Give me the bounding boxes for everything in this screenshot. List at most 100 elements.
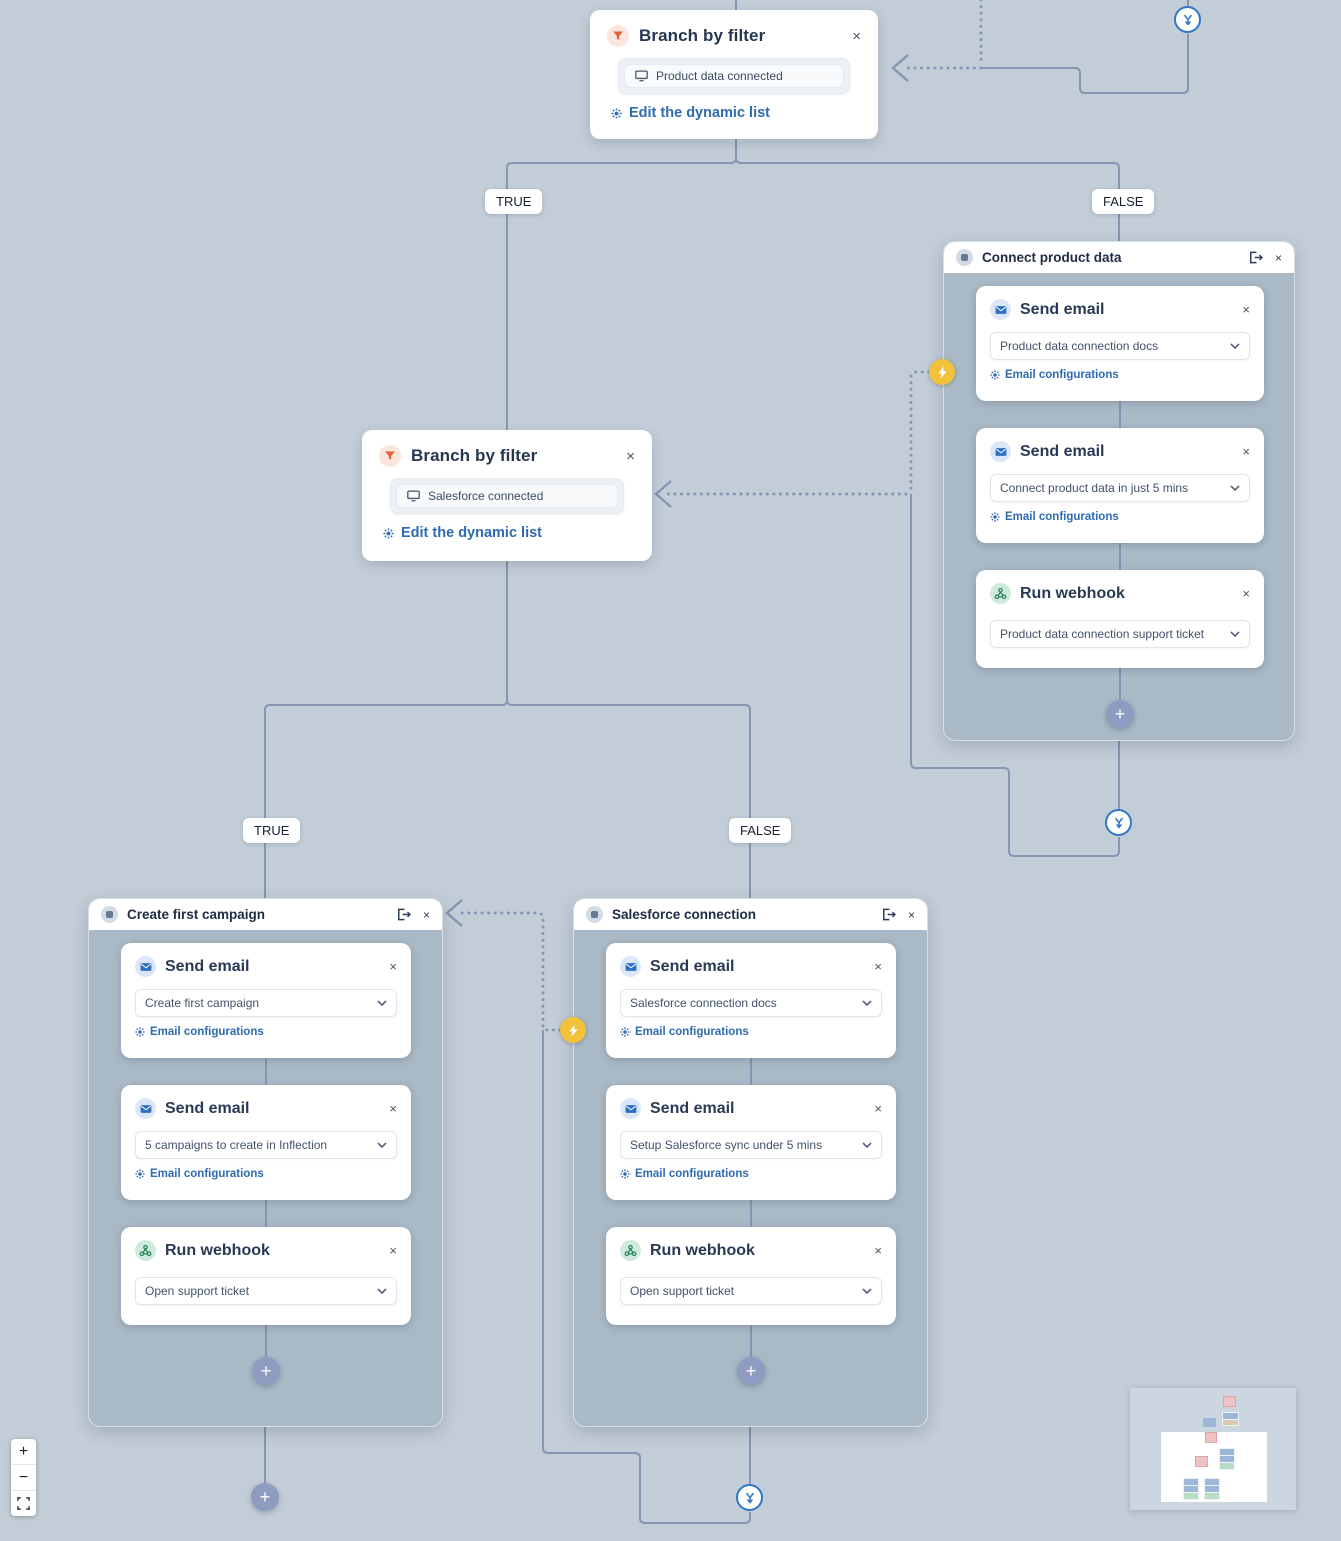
selected-email: 5 campaigns to create in Inflection [145,1138,328,1152]
action-title: Send email [165,1099,250,1117]
monitor-icon [635,70,648,82]
chevron-down-icon [377,1142,387,1148]
email-select-dropdown[interactable]: 5 campaigns to create in Inflection [135,1131,397,1159]
exit-group-icon[interactable] [397,908,411,921]
exit-group-icon[interactable] [1249,251,1263,264]
edit-dynamic-list-link[interactable]: Edit the dynamic list [611,105,878,121]
run-webhook-card[interactable]: Run webhook × Product data connection su… [976,570,1264,668]
dynamic-list-chip[interactable]: Product data connected [618,58,850,94]
email-icon [620,1098,641,1119]
branch-title: Branch by filter [639,26,766,45]
group-create-first-campaign[interactable]: Create first campaign × Send email × Cre… [88,898,443,1427]
add-action-button[interactable]: + [1106,700,1134,728]
email-select-dropdown[interactable]: Setup Salesforce sync under 5 mins [620,1131,882,1159]
exit-group-icon[interactable] [882,908,896,921]
action-title: Send email [1020,442,1105,460]
group-salesforce-connection[interactable]: Salesforce connection × Send email × Sal… [573,898,928,1427]
email-configurations-link[interactable]: Email configurations [990,511,1250,523]
branch-node-product-data[interactable]: Branch by filter × Product data connecte… [590,10,878,139]
lightning-exit-trigger-icon[interactable] [560,1017,586,1043]
email-configurations-link[interactable]: Email configurations [990,369,1250,381]
webhook-icon [135,1240,156,1261]
email-configurations-link[interactable]: Email configurations [135,1168,397,1180]
close-icon[interactable]: × [1242,302,1250,317]
chevron-down-icon [1230,631,1240,637]
true-branch-label: TRUE [243,818,301,843]
selected-email: Product data connection docs [1000,339,1159,353]
run-webhook-card[interactable]: Run webhook × Open support ticket [121,1227,411,1325]
action-title: Send email [650,957,735,975]
minimap[interactable] [1130,1388,1296,1510]
email-icon [990,299,1011,320]
zoom-out-button[interactable]: − [11,1465,36,1491]
zoom-in-button[interactable]: + [11,1439,36,1465]
action-title: Run webhook [165,1241,270,1259]
chevron-down-icon [862,1288,872,1294]
add-action-button[interactable]: + [737,1357,765,1385]
merge-icon[interactable] [736,1484,763,1511]
send-email-card[interactable]: Send email × Setup Salesforce sync under… [606,1085,896,1200]
webhook-select-dropdown[interactable]: Open support ticket [135,1277,397,1305]
selected-email: Create first campaign [145,996,260,1010]
monitor-icon [407,490,420,502]
selected-email: Salesforce connection docs [630,996,777,1010]
email-select-dropdown[interactable]: Product data connection docs [990,332,1250,360]
merge-icon[interactable] [1105,809,1132,836]
config-link-label: Email configurations [635,1026,749,1038]
gear-icon [383,527,394,539]
webhook-select-dropdown[interactable]: Product data connection support ticket [990,620,1250,648]
fullscreen-icon [17,1497,30,1510]
close-icon[interactable]: × [1242,444,1250,459]
close-icon[interactable]: × [389,959,397,974]
false-branch-label: FALSE [1092,189,1155,214]
email-icon [990,441,1011,462]
card-connector [1119,401,1121,428]
close-icon[interactable]: × [874,1243,882,1258]
email-icon [620,956,641,977]
minimap-node [1223,1396,1236,1407]
card-connector [750,1325,752,1357]
gear-icon [611,107,622,119]
email-select-dropdown[interactable]: Salesforce connection docs [620,989,882,1017]
group-title: Salesforce connection [612,907,757,922]
close-icon[interactable]: × [626,447,635,465]
lightning-exit-trigger-icon[interactable] [929,359,955,385]
send-email-card[interactable]: Send email × Create first campaign Email… [121,943,411,1058]
config-link-label: Email configurations [150,1168,264,1180]
email-configurations-link[interactable]: Email configurations [135,1026,397,1038]
close-icon[interactable]: × [1274,250,1282,265]
send-email-card[interactable]: Send email × Connect product data in jus… [976,428,1264,543]
group-connect-product-data[interactable]: Connect product data × Send email × Prod… [943,241,1295,741]
close-icon[interactable]: × [874,959,882,974]
add-step-button[interactable]: + [251,1483,279,1511]
run-webhook-card[interactable]: Run webhook × Open support ticket [606,1227,896,1325]
send-email-card[interactable]: Send email × 5 campaigns to create in In… [121,1085,411,1200]
email-configurations-link[interactable]: Email configurations [620,1168,882,1180]
chevron-down-icon [1230,485,1240,491]
selected-webhook: Product data connection support ticket [1000,627,1205,641]
close-icon[interactable]: × [389,1243,397,1258]
email-select-dropdown[interactable]: Create first campaign [135,989,397,1017]
merge-icon[interactable] [1174,6,1201,33]
send-email-card[interactable]: Send email × Product data connection doc… [976,286,1264,401]
send-email-card[interactable]: Send email × Salesforce connection docs … [606,943,896,1058]
email-select-dropdown[interactable]: Connect product data in just 5 mins [990,474,1250,502]
close-icon[interactable]: × [1242,586,1250,601]
close-icon[interactable]: × [907,907,915,922]
dynamic-list-chip[interactable]: Salesforce connected [390,478,624,514]
branch-node-salesforce[interactable]: Branch by filter × Salesforce connected … [362,430,652,561]
close-icon[interactable]: × [874,1101,882,1116]
filter-name: Product data connected [656,69,783,83]
close-icon[interactable]: × [389,1101,397,1116]
branch-filter-icon [379,445,401,467]
card-connector [265,1200,267,1227]
selected-email: Connect product data in just 5 mins [1000,481,1189,495]
email-configurations-link[interactable]: Email configurations [620,1026,882,1038]
add-action-button[interactable]: + [252,1357,280,1385]
close-icon[interactable]: × [852,27,861,45]
webhook-select-dropdown[interactable]: Open support ticket [620,1277,882,1305]
fit-view-button[interactable] [11,1491,36,1516]
close-icon[interactable]: × [422,907,430,922]
edit-dynamic-list-link[interactable]: Edit the dynamic list [383,525,652,541]
selected-email: Setup Salesforce sync under 5 mins [630,1138,823,1152]
